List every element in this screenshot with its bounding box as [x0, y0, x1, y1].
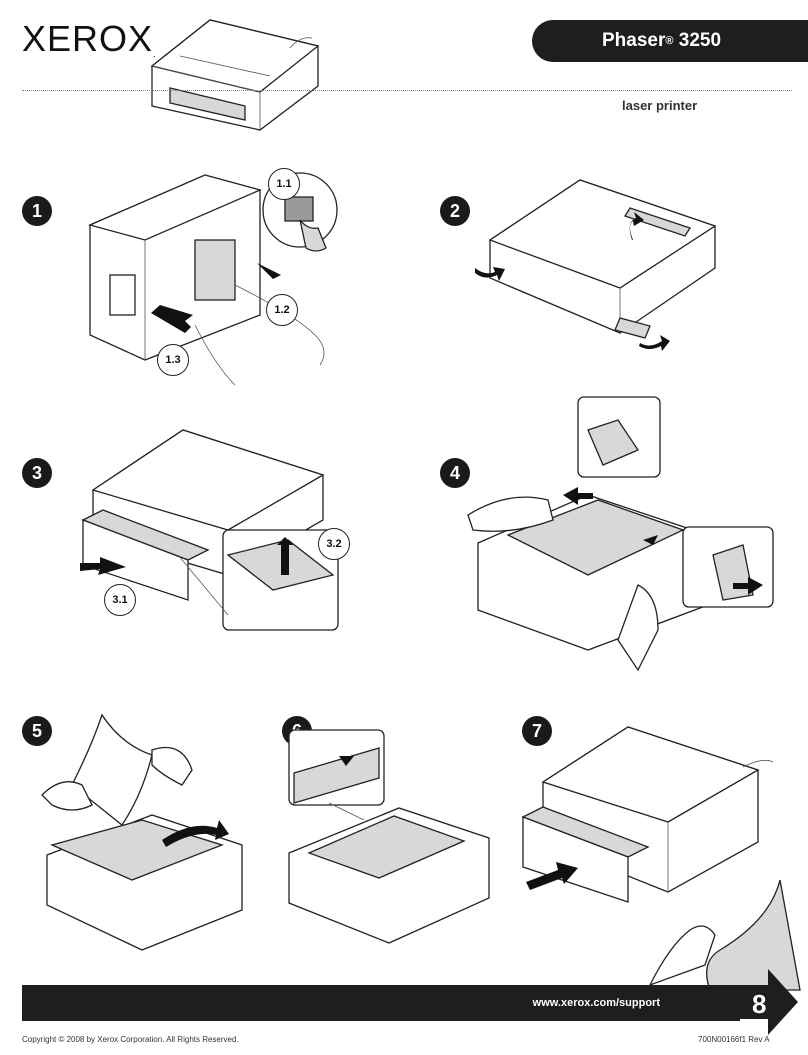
- footer-bar: www.xerox.com/support: [22, 985, 740, 1021]
- step-3-badge: 3: [22, 458, 52, 488]
- support-url[interactable]: www.xerox.com/support: [532, 997, 660, 1009]
- callout-1-2: 1.2: [266, 294, 298, 326]
- header-divider: [22, 90, 792, 91]
- copyright-notice: Copyright © 2008 by Xerox Corporation. A…: [22, 1035, 239, 1044]
- step-6-illustration: [288, 729, 490, 944]
- callout-1-1: 1.1: [268, 168, 300, 200]
- page-curl-hand-image: [648, 879, 801, 991]
- step-7-badge: 7: [522, 716, 552, 746]
- callout-3-2: 3.2: [318, 528, 350, 560]
- step-3-illustration: [80, 429, 339, 631]
- next-step-number: 8: [752, 989, 766, 1019]
- step-4-badge: 4: [440, 458, 470, 488]
- callout-1-3: 1.3: [157, 344, 189, 376]
- page-subtitle: laser printer: [622, 98, 698, 113]
- step-4-illustration: [467, 396, 774, 672]
- step-2-illustration: [475, 179, 717, 351]
- next-step-arrow[interactable]: 8: [728, 967, 798, 1037]
- step-2-badge: 2: [440, 196, 470, 226]
- model-banner: Phaser® 3250: [532, 20, 808, 62]
- step-1-illustration: [88, 172, 338, 386]
- step-7-illustration: [521, 726, 774, 903]
- document-number: 700N00166f1 Rev A: [698, 1035, 770, 1044]
- callout-3-1: 3.1: [104, 584, 136, 616]
- step-5-illustration: [41, 713, 243, 951]
- step-5-badge: 5: [22, 716, 52, 746]
- step-1-badge: 1: [22, 196, 52, 226]
- xerox-logo: XEROX.: [22, 18, 157, 60]
- tray-unit-header-image: [150, 19, 320, 131]
